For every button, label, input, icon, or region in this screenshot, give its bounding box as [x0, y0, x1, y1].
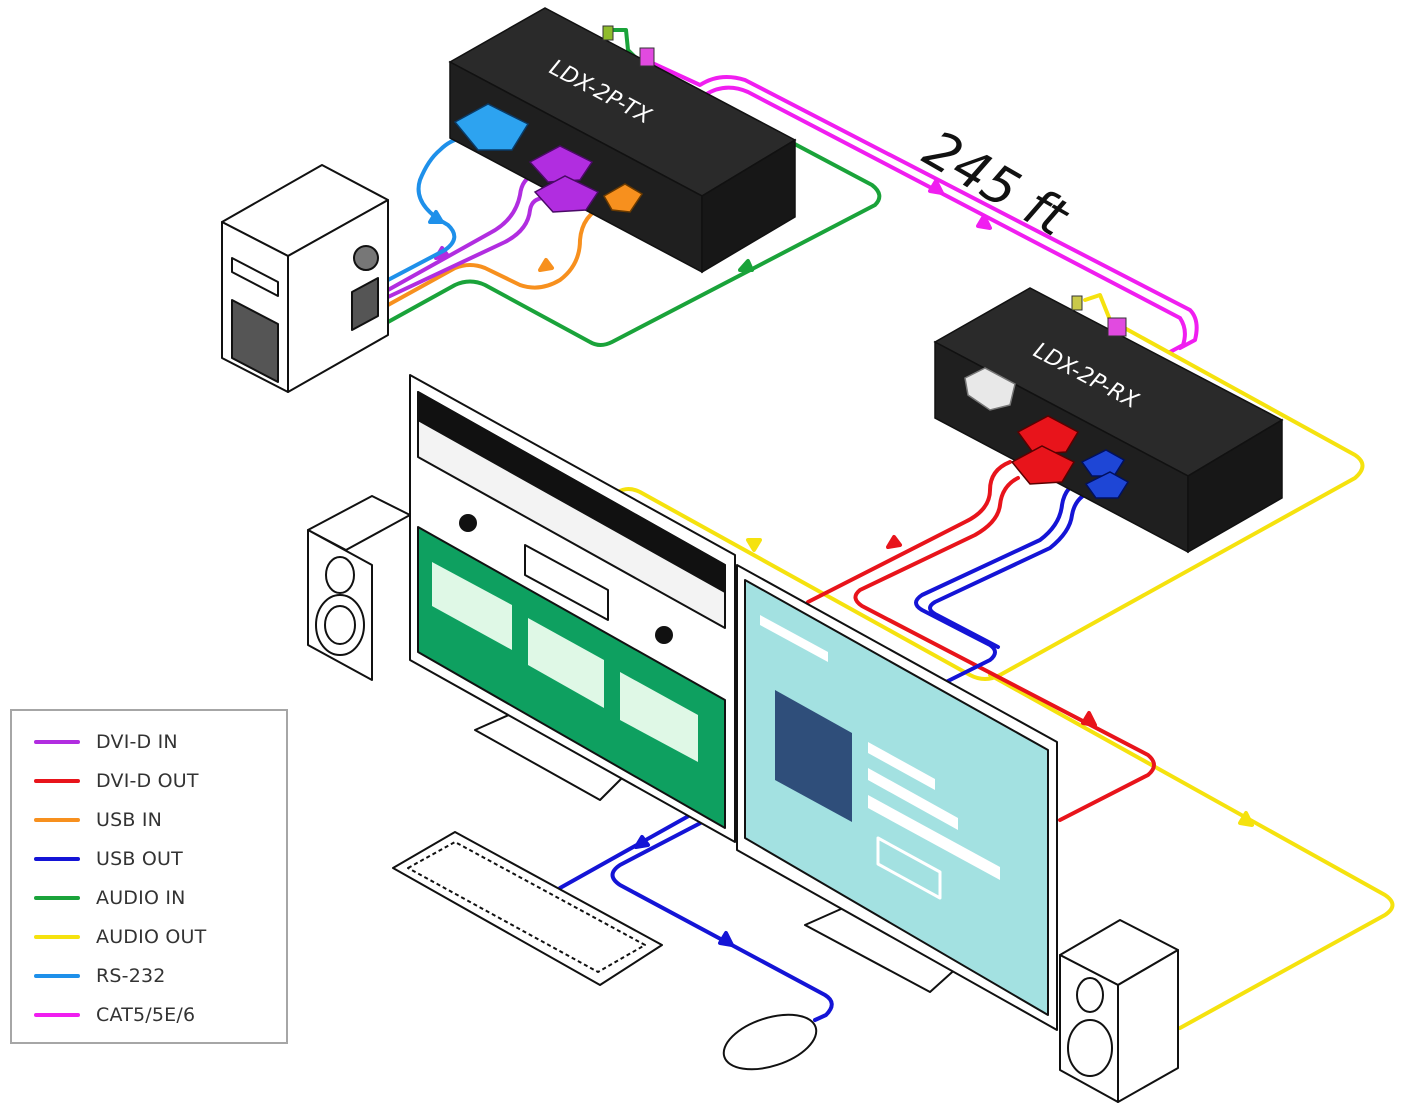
left-monitor — [409, 374, 736, 843]
left-monitor-header-bar — [417, 391, 726, 593]
legend-label: CAT5/5E/6 — [96, 1004, 196, 1026]
usb-in-cable — [386, 203, 607, 307]
legend-swatch-rs232 — [34, 974, 80, 978]
legend-item: DVI-D OUT — [34, 767, 199, 795]
legend-item: USB OUT — [34, 845, 183, 873]
right-screen-line-2 — [868, 742, 935, 790]
cat5-cable-2 — [653, 70, 1187, 354]
dvi-out-connector-icon-2 — [1010, 445, 1076, 485]
legend-item: RS-232 — [34, 962, 166, 990]
legend-swatch-audio-out — [34, 935, 80, 939]
dvi-out-arrow-1 — [886, 535, 902, 549]
legend-swatch-usb-out — [34, 857, 80, 861]
dvi-out-cable-2 — [853, 476, 1156, 822]
receiver-side — [1187, 418, 1283, 554]
transmitter-unit: LDX-2P-TX — [448, 7, 797, 274]
right-speaker — [1059, 919, 1179, 1103]
usb-in-arrow — [538, 258, 554, 272]
dvi-in-connector-icon-1 — [528, 145, 594, 183]
left-card-1 — [432, 562, 512, 650]
usb-out-arrow-2 — [718, 931, 734, 947]
transmitter-side — [701, 138, 796, 274]
dvi-in-cable-1 — [386, 173, 537, 292]
legend-item: AUDIO OUT — [34, 923, 206, 951]
right-screen-line-1 — [760, 615, 828, 662]
tower-side-vent — [351, 277, 379, 331]
left-screen-dot-1 — [459, 514, 477, 532]
right-speaker-tweeter — [1076, 977, 1104, 1013]
right-screen-block — [775, 690, 852, 822]
rs232-cable — [386, 136, 464, 282]
tower-fan — [353, 245, 379, 271]
mouse — [722, 1013, 818, 1071]
rs232-arrow — [428, 210, 444, 224]
audio-in-cable — [386, 28, 882, 347]
right-screen-line-3 — [868, 768, 958, 830]
dvi-in-connector-icon-2 — [533, 175, 600, 213]
dvi-out-cable-1 — [806, 460, 1012, 604]
legend-label: AUDIO OUT — [96, 926, 207, 948]
legend-swatch-cat5 — [34, 1013, 80, 1017]
right-speaker-side — [1117, 949, 1179, 1103]
legend-swatch-audio-in — [34, 896, 80, 900]
right-screen-line-4 — [868, 795, 1000, 880]
legend-label: USB IN — [96, 809, 163, 831]
legend-label: RS-232 — [96, 965, 166, 987]
tower-vent-grid — [231, 299, 279, 383]
computer-tower — [221, 164, 389, 393]
left-speaker-tweeter — [325, 556, 355, 594]
cables — [386, 28, 1395, 1030]
legend-item: AUDIO IN — [34, 884, 186, 912]
legend-label: AUDIO IN — [96, 887, 186, 909]
legend-swatch-dvi-out — [34, 779, 80, 783]
cat5-cable-1 — [648, 60, 1199, 350]
left-card-3 — [620, 672, 698, 762]
keyboard-keys — [407, 841, 646, 973]
audio-out-arrow-2 — [1238, 811, 1254, 827]
mouse-body — [722, 1013, 818, 1071]
left-screen-dot-2 — [655, 626, 673, 644]
right-speaker-woofer — [1067, 1019, 1113, 1077]
tower-drive-bay — [231, 257, 279, 297]
rs232-connector-icon — [453, 103, 530, 151]
legend-label: DVI-D OUT — [96, 770, 199, 792]
receiver-unit: LDX-2P-RX — [933, 287, 1284, 554]
cat5-arrow-1 — [928, 179, 944, 195]
left-speaker — [307, 495, 411, 681]
audio-out-cable — [598, 293, 1395, 1030]
dvi-out-connector-icon-1 — [1016, 415, 1080, 455]
legend-item: CAT5/5E/6 — [34, 1001, 195, 1029]
audio-in-arrow — [738, 259, 754, 272]
audio-in-jack-icon — [602, 25, 614, 41]
cat5-jack-rx-icon — [1107, 317, 1127, 337]
usb-out-arrow-1 — [634, 835, 650, 849]
dvi-in-cable-2 — [386, 196, 547, 299]
left-screen-banner — [524, 544, 609, 621]
usb-in-connector-icon — [602, 183, 644, 213]
legend-item: DVI-D IN — [34, 728, 178, 756]
serial-port-icon — [964, 367, 1016, 411]
audio-out-jack-icon — [1071, 295, 1083, 311]
usb-out-connector-icon-2 — [1084, 471, 1130, 499]
legend-swatch-dvi-in — [34, 740, 80, 744]
cat5-jack-icon — [639, 47, 655, 67]
right-monitor — [736, 564, 1058, 1031]
legend-swatch-usb-in — [34, 818, 80, 822]
legend-label: USB OUT — [96, 848, 183, 870]
distance-label: 245 ft — [914, 119, 1079, 249]
cat5-arrow-2 — [976, 214, 992, 230]
usb-out-connector-icon-1 — [1080, 449, 1126, 477]
right-monitor-screen — [744, 579, 1049, 1016]
audio-out-arrow-1 — [746, 538, 762, 552]
legend-item: USB IN — [34, 806, 162, 834]
left-speaker-woofer-inner — [324, 605, 356, 645]
keyboard — [392, 831, 663, 986]
legend: DVI-D IN DVI-D OUT USB IN USB OUT AUDIO … — [10, 709, 288, 1044]
right-screen-button — [876, 836, 942, 900]
legend-label: DVI-D IN — [96, 731, 178, 753]
dvi-out-arrow-2 — [1081, 711, 1097, 727]
left-card-2 — [528, 618, 604, 708]
